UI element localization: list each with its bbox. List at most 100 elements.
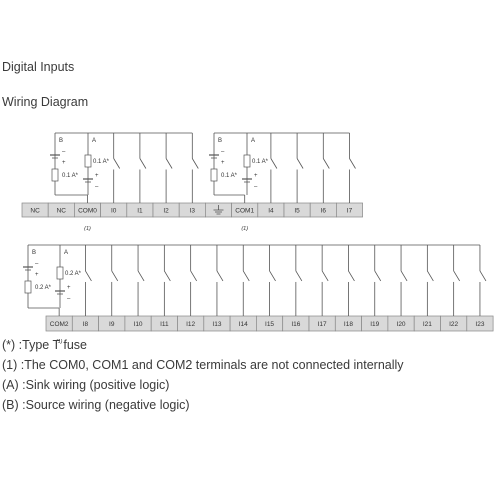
terminal-nc: NC [47, 202, 75, 218]
terminal-i18: I18 [334, 315, 362, 332]
input-switch [137, 245, 145, 316]
battery-a-plus: + [67, 285, 71, 291]
terminal-label: I23 [475, 321, 484, 328]
legend-sink-note: (A) :Sink wiring (positive logic) [2, 378, 170, 392]
terminal-i17: I17 [308, 315, 336, 332]
terminal-label: I18 [344, 321, 353, 328]
input-switch [295, 245, 303, 316]
terminal-label: I11 [160, 321, 169, 328]
terminal-i14: I14 [229, 315, 257, 332]
battery-b-minus: – [221, 149, 225, 155]
legend-source-note: (B) :Source wiring (negative logic) [2, 398, 190, 412]
input-switch [296, 133, 304, 203]
terminal-i1: I1 [126, 202, 154, 218]
fuse-b-label: 0.1 A* [221, 173, 238, 179]
legend-fuse-note: (*) :Type T fuse [2, 338, 87, 352]
terminal-label: I17 [318, 321, 327, 328]
terminal-i11: I11 [150, 315, 178, 332]
terminal-i9: I9 [98, 315, 126, 332]
input-switch [269, 245, 276, 316]
terminal-com0: COM0 [74, 202, 101, 218]
terminal-label: I4 [268, 207, 274, 214]
supply-group-2 [23, 244, 480, 316]
terminal-i4: I4 [257, 202, 285, 218]
input-switch [216, 245, 224, 316]
terminal-label: I6 [321, 207, 327, 214]
battery-a-minus: – [95, 184, 99, 190]
battery-b-plus: + [62, 160, 66, 166]
terminal-i6: I6 [309, 202, 337, 218]
label-b: B [218, 138, 222, 144]
terminal-label: I1 [137, 207, 143, 214]
input-switch [426, 245, 434, 316]
terminal-label: I14 [239, 321, 248, 328]
terminal-i5: I5 [283, 202, 311, 218]
terminal-label: I16 [291, 321, 300, 328]
terminal-label: NC [57, 207, 67, 214]
terminal-label: COM2 [50, 321, 69, 328]
terminal-label: I20 [397, 321, 406, 328]
note-com0: (1) [84, 226, 91, 232]
terminal-i23: I23 [466, 315, 494, 332]
battery-b-minus: – [62, 149, 66, 155]
terminal-i2: I2 [152, 202, 180, 218]
label-a: A [64, 250, 68, 256]
input-switch [85, 245, 92, 316]
terminal-label: I2 [163, 207, 169, 214]
battery-a-minus: – [254, 184, 258, 190]
input-switch [139, 133, 147, 203]
input-switch [111, 245, 119, 316]
ground-icon [213, 205, 224, 215]
terminal-i12: I12 [177, 315, 205, 332]
label-a: A [251, 138, 255, 144]
terminal-i13: I13 [203, 315, 231, 332]
battery-a-plus: + [254, 173, 258, 179]
terminal-label: I21 [423, 321, 432, 328]
terminal-label: COM1 [235, 207, 254, 214]
terminal-i21: I21 [413, 315, 441, 332]
terminal-i8: I8 [71, 315, 99, 332]
supply-group-1 [209, 132, 350, 203]
fuse-b-label: 0.2 A* [35, 285, 52, 291]
fuse-a-label: 0.2 A* [65, 271, 82, 277]
terminal-label: NC [30, 207, 40, 214]
fuse-a-label: 0.1 A* [252, 159, 269, 165]
input-switch [321, 245, 329, 316]
input-switch [322, 133, 330, 203]
input-switch [270, 133, 278, 203]
fuse-a-label: 0.1 A* [93, 159, 110, 165]
label-a: A [92, 138, 96, 144]
input-switch [242, 245, 250, 316]
terminal-i19: I19 [361, 315, 389, 332]
subsection-title: Wiring Diagram [2, 95, 89, 109]
terminal-label: I15 [265, 321, 274, 328]
terminal-com1: COM1 [231, 202, 259, 218]
battery-a-plus: + [95, 173, 99, 179]
battery-b-minus: – [35, 261, 39, 267]
terminal-i0: I0 [100, 202, 128, 218]
input-switch [165, 133, 173, 203]
label-b: B [32, 250, 36, 256]
terminal-label: I7 [347, 207, 353, 214]
input-switch [190, 245, 197, 316]
terminal-label: I0 [111, 207, 117, 214]
terminal-nc: NC [21, 202, 49, 218]
wiring-lines [23, 132, 487, 316]
input-switch [374, 245, 382, 316]
input-switch [400, 245, 408, 316]
label-b: B [59, 138, 63, 144]
wiring-labels: (1)(1)(1)–+0.1 A*B0.1 A*+–A–+0.1 A*B0.1 … [32, 138, 269, 345]
terminal-i7: I7 [336, 202, 363, 218]
input-switch [113, 133, 121, 203]
note-com1: (1) [241, 226, 248, 232]
supply-group-0 [50, 132, 193, 203]
terminal-i22: I22 [440, 315, 468, 332]
terminal-label: I10 [134, 321, 143, 328]
terminal-label: I13 [212, 321, 221, 328]
input-switch [191, 133, 199, 203]
section-title: Digital Inputs [2, 60, 75, 74]
battery-b-plus: + [35, 272, 39, 278]
